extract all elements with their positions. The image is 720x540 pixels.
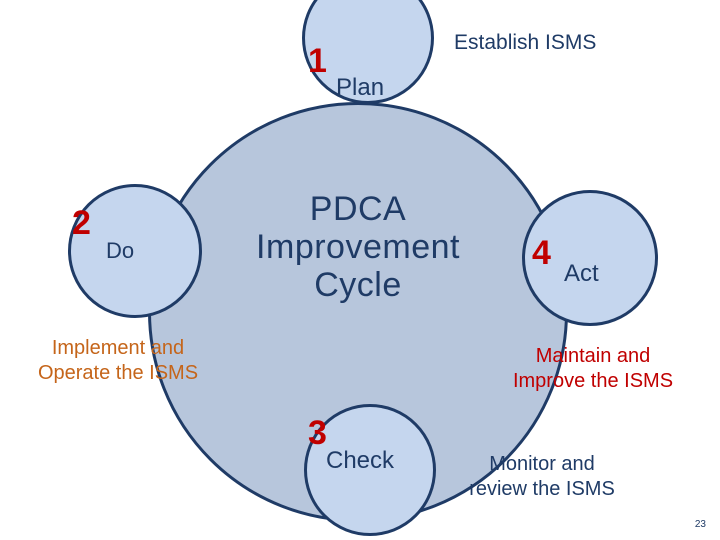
step-label-check: Check [326, 447, 395, 474]
check-description-line-1: Monitor and [489, 453, 595, 475]
act-circle [522, 190, 658, 326]
center-line-3: Cycle [314, 266, 402, 305]
do-description-line-1: Implement and [51, 337, 185, 359]
plan-description: Establish ISMS [454, 31, 597, 54]
check-description: Monitor and review the ISMS [444, 452, 640, 502]
center-line-1: PDCA [309, 190, 407, 228]
center-title: PDCA Improvement Cycle [228, 190, 488, 304]
step-label-do: Do [106, 238, 135, 263]
do-description: Implement and Operate the ISMS [10, 336, 226, 386]
check-description-line-2: review the ISMS [469, 478, 615, 500]
step-number-3: 3 [308, 414, 327, 452]
step-label-act: Act [564, 260, 599, 287]
step-label-plan: Plan [336, 74, 385, 101]
step-number-1: 1 [308, 42, 327, 80]
act-description-line-2: Improve the ISMS [512, 370, 674, 392]
step-number-2: 2 [72, 204, 91, 242]
act-description-line-1: Maintain and [535, 345, 651, 367]
do-description-line-2: Operate the ISMS [37, 362, 199, 384]
step-number-4: 4 [532, 234, 551, 272]
plan-circle [302, 0, 434, 104]
act-description: Maintain and Improve the ISMS [486, 344, 700, 394]
center-line-2: Improvement [256, 228, 460, 267]
page-number: 23 [694, 519, 706, 530]
do-circle [68, 184, 202, 318]
check-circle [304, 404, 436, 536]
